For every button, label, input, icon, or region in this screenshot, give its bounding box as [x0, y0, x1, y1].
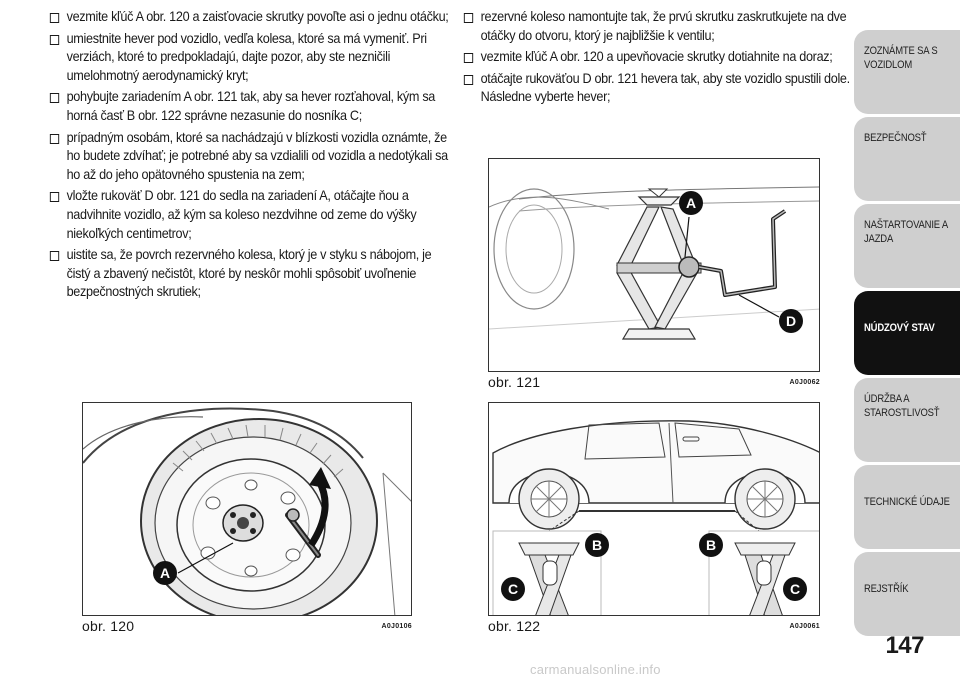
wheel-wrench-illustration: A — [83, 407, 411, 615]
figure-121: A D obr. 121 A0J0062 — [488, 158, 820, 390]
tab-nastartovanie-a-jazda[interactable]: NAŠTARTOVANIE A JAZDA — [854, 204, 960, 288]
label-c: C — [508, 581, 518, 597]
checkbox-bullet-icon — [49, 192, 60, 203]
tab-nudzovy-stav[interactable]: NÚDZOVÝ STAV — [854, 291, 960, 375]
list-item: vezmite kľúč A obr. 120 a upevňovacie sk… — [462, 48, 866, 67]
list-item: rezervné koleso namontujte tak, že prvú … — [462, 8, 866, 45]
tab-zoznamte-sa-s-vozidlom[interactable]: ZOZNÁMTE SA S VOZIDLOM — [854, 30, 960, 114]
list-item: prípadným osobám, ktoré sa nachádzajú v … — [48, 129, 457, 185]
tab-udrzba-a-starostlivost[interactable]: ÚDRŽBA A STAROSTLIVOSŤ — [854, 378, 960, 462]
page-number: 147 — [885, 632, 924, 659]
tab-rejstrik[interactable]: REJSTŘÍK — [854, 552, 960, 636]
checkbox-bullet-icon — [49, 93, 60, 104]
watermark: carmanualsonline.info — [530, 662, 661, 677]
figure-122: B C B C obr. 122 A0J0061 — [488, 402, 820, 634]
right-steps-list: rezervné koleso namontujte tak, že prvú … — [462, 8, 850, 107]
label-b: B — [592, 537, 602, 553]
left-steps-list: vezmite kľúč A obr. 120 a zaisťovacie sk… — [48, 8, 449, 302]
scissor-jack-illustration: A D — [489, 186, 819, 340]
figure-122-illustration: B C B C — [488, 402, 820, 616]
list-item: otáčajte rukoväťou D obr. 121 hevera tak… — [462, 70, 866, 107]
figure-120: A obr. 120 A0J0106 — [82, 402, 412, 634]
checkbox-bullet-icon — [463, 53, 474, 64]
list-item: vezmite kľúč A obr. 120 a zaisťovacie sk… — [48, 8, 457, 27]
figure-121-illustration: A D — [488, 158, 820, 372]
figure-code: A0J0062 — [789, 379, 820, 386]
figure-caption: obr. 121 — [488, 374, 541, 390]
right-text-column: rezervné koleso namontujte tak, že prvú … — [462, 8, 850, 110]
list-item: pohybujte zariadením A obr. 121 tak, aby… — [48, 88, 457, 125]
label-d: D — [786, 313, 796, 329]
list-item: uistite sa, že povrch rezervného kolesa,… — [48, 246, 457, 302]
figure-120-illustration: A — [82, 402, 412, 616]
label-b: B — [706, 537, 716, 553]
checkbox-bullet-icon — [463, 74, 474, 85]
figure-caption: obr. 120 — [82, 618, 135, 634]
tab-technicke-udaje[interactable]: TECHNICKÉ ÚDAJE — [854, 465, 960, 549]
figure-caption: obr. 122 — [488, 618, 541, 634]
chapter-sidebar: ZOZNÁMTE SA S VOZIDLOM BEZPEČNOSŤ NAŠTAR… — [854, 0, 960, 686]
label-c: C — [790, 581, 800, 597]
list-item: vložte rukoväť D obr. 121 do sedla na za… — [48, 187, 457, 243]
checkbox-bullet-icon — [49, 133, 60, 144]
checkbox-bullet-icon — [49, 251, 60, 262]
list-item: umiestnite hever pod vozidlo, vedľa kole… — [48, 30, 457, 86]
checkbox-bullet-icon — [49, 13, 60, 23]
checkbox-bullet-icon — [463, 13, 474, 23]
label-a: A — [160, 565, 170, 581]
left-text-column: vezmite kľúč A obr. 120 a zaisťovacie sk… — [48, 8, 449, 305]
label-a: A — [686, 195, 696, 211]
figure-code: A0J0061 — [789, 623, 820, 630]
checkbox-bullet-icon — [49, 34, 60, 45]
car-jack-points-illustration: B C B C — [492, 420, 819, 615]
figure-code: A0J0106 — [381, 623, 412, 630]
tab-bezpecnost[interactable]: BEZPEČNOSŤ — [854, 117, 960, 201]
